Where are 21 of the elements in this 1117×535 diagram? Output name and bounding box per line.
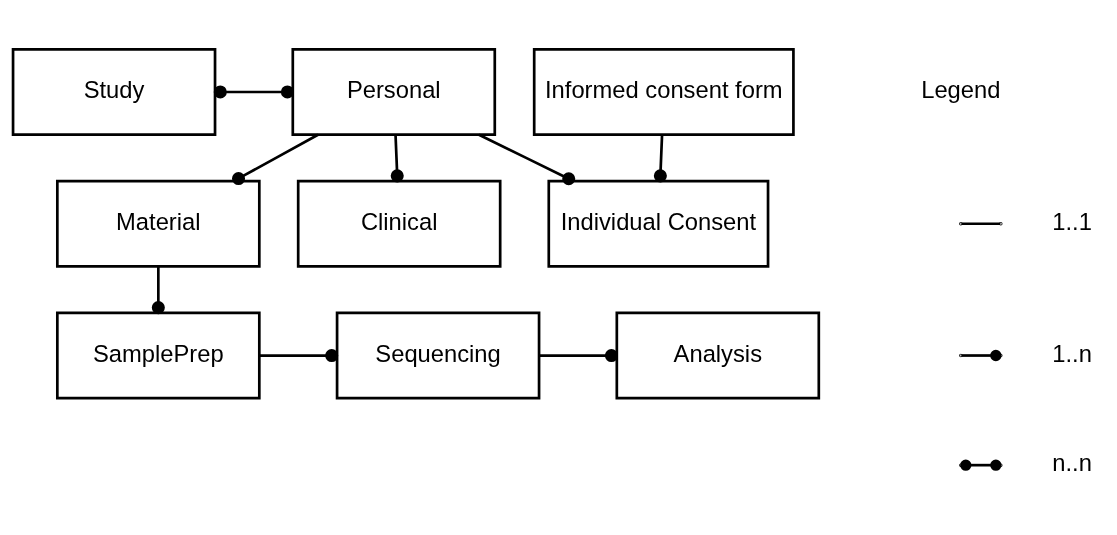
node-box: SamplePrep	[56, 311, 261, 400]
legend-label: 1..1	[1052, 207, 1092, 235]
connector	[478, 133, 576, 186]
node-box: Study	[11, 47, 217, 136]
connector	[259, 349, 339, 363]
connector	[653, 134, 667, 183]
connector	[232, 133, 319, 186]
legend-label: n..n	[1052, 449, 1092, 477]
node-box: Personal	[291, 47, 497, 136]
node-box: Analysis	[615, 311, 821, 400]
node-box: Individual Consent	[547, 179, 770, 268]
node-box: Clinical	[296, 179, 502, 268]
node-box: Sequencing	[335, 311, 541, 400]
connector	[539, 349, 618, 363]
legend-label: 1..n	[1052, 339, 1092, 367]
connector	[213, 85, 294, 99]
label: Legend	[921, 76, 1001, 104]
connector	[390, 134, 404, 183]
node-box: Material	[56, 179, 261, 268]
connector	[151, 266, 165, 315]
node-box: Informed consent form	[532, 47, 795, 136]
